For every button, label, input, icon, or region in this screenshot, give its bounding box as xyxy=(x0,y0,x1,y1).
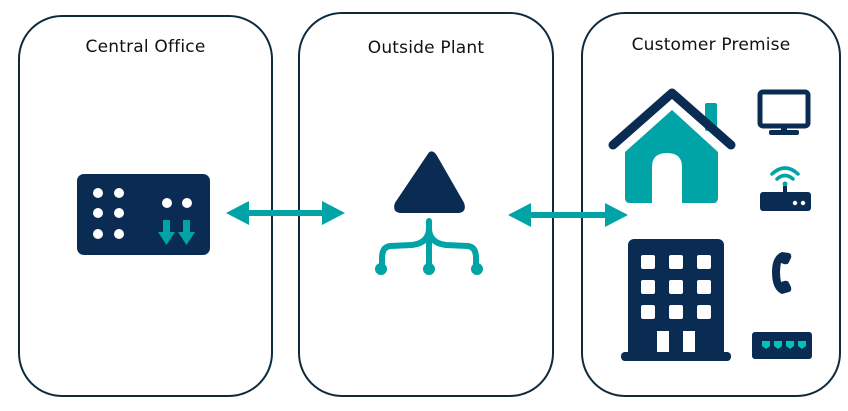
office-building-icon xyxy=(621,239,731,361)
bidirectional-arrow-op-cp xyxy=(508,203,628,227)
splitter-node-icon xyxy=(375,151,483,275)
outside-plant-title: Outside Plant xyxy=(367,38,485,58)
telephone-icon xyxy=(772,252,792,294)
outside-plant-panel: Outside Plant xyxy=(298,12,554,397)
house-icon xyxy=(608,88,736,203)
monitor-icon xyxy=(757,89,811,135)
customer-premise-title: Customer Premise xyxy=(631,35,791,55)
ethernet-port-icon xyxy=(752,332,812,359)
central-office-title: Central Office xyxy=(85,37,206,57)
switch-equipment-icon xyxy=(77,174,210,255)
wifi-router-icon xyxy=(760,166,811,211)
bidirectional-arrow-co-op xyxy=(226,201,345,225)
